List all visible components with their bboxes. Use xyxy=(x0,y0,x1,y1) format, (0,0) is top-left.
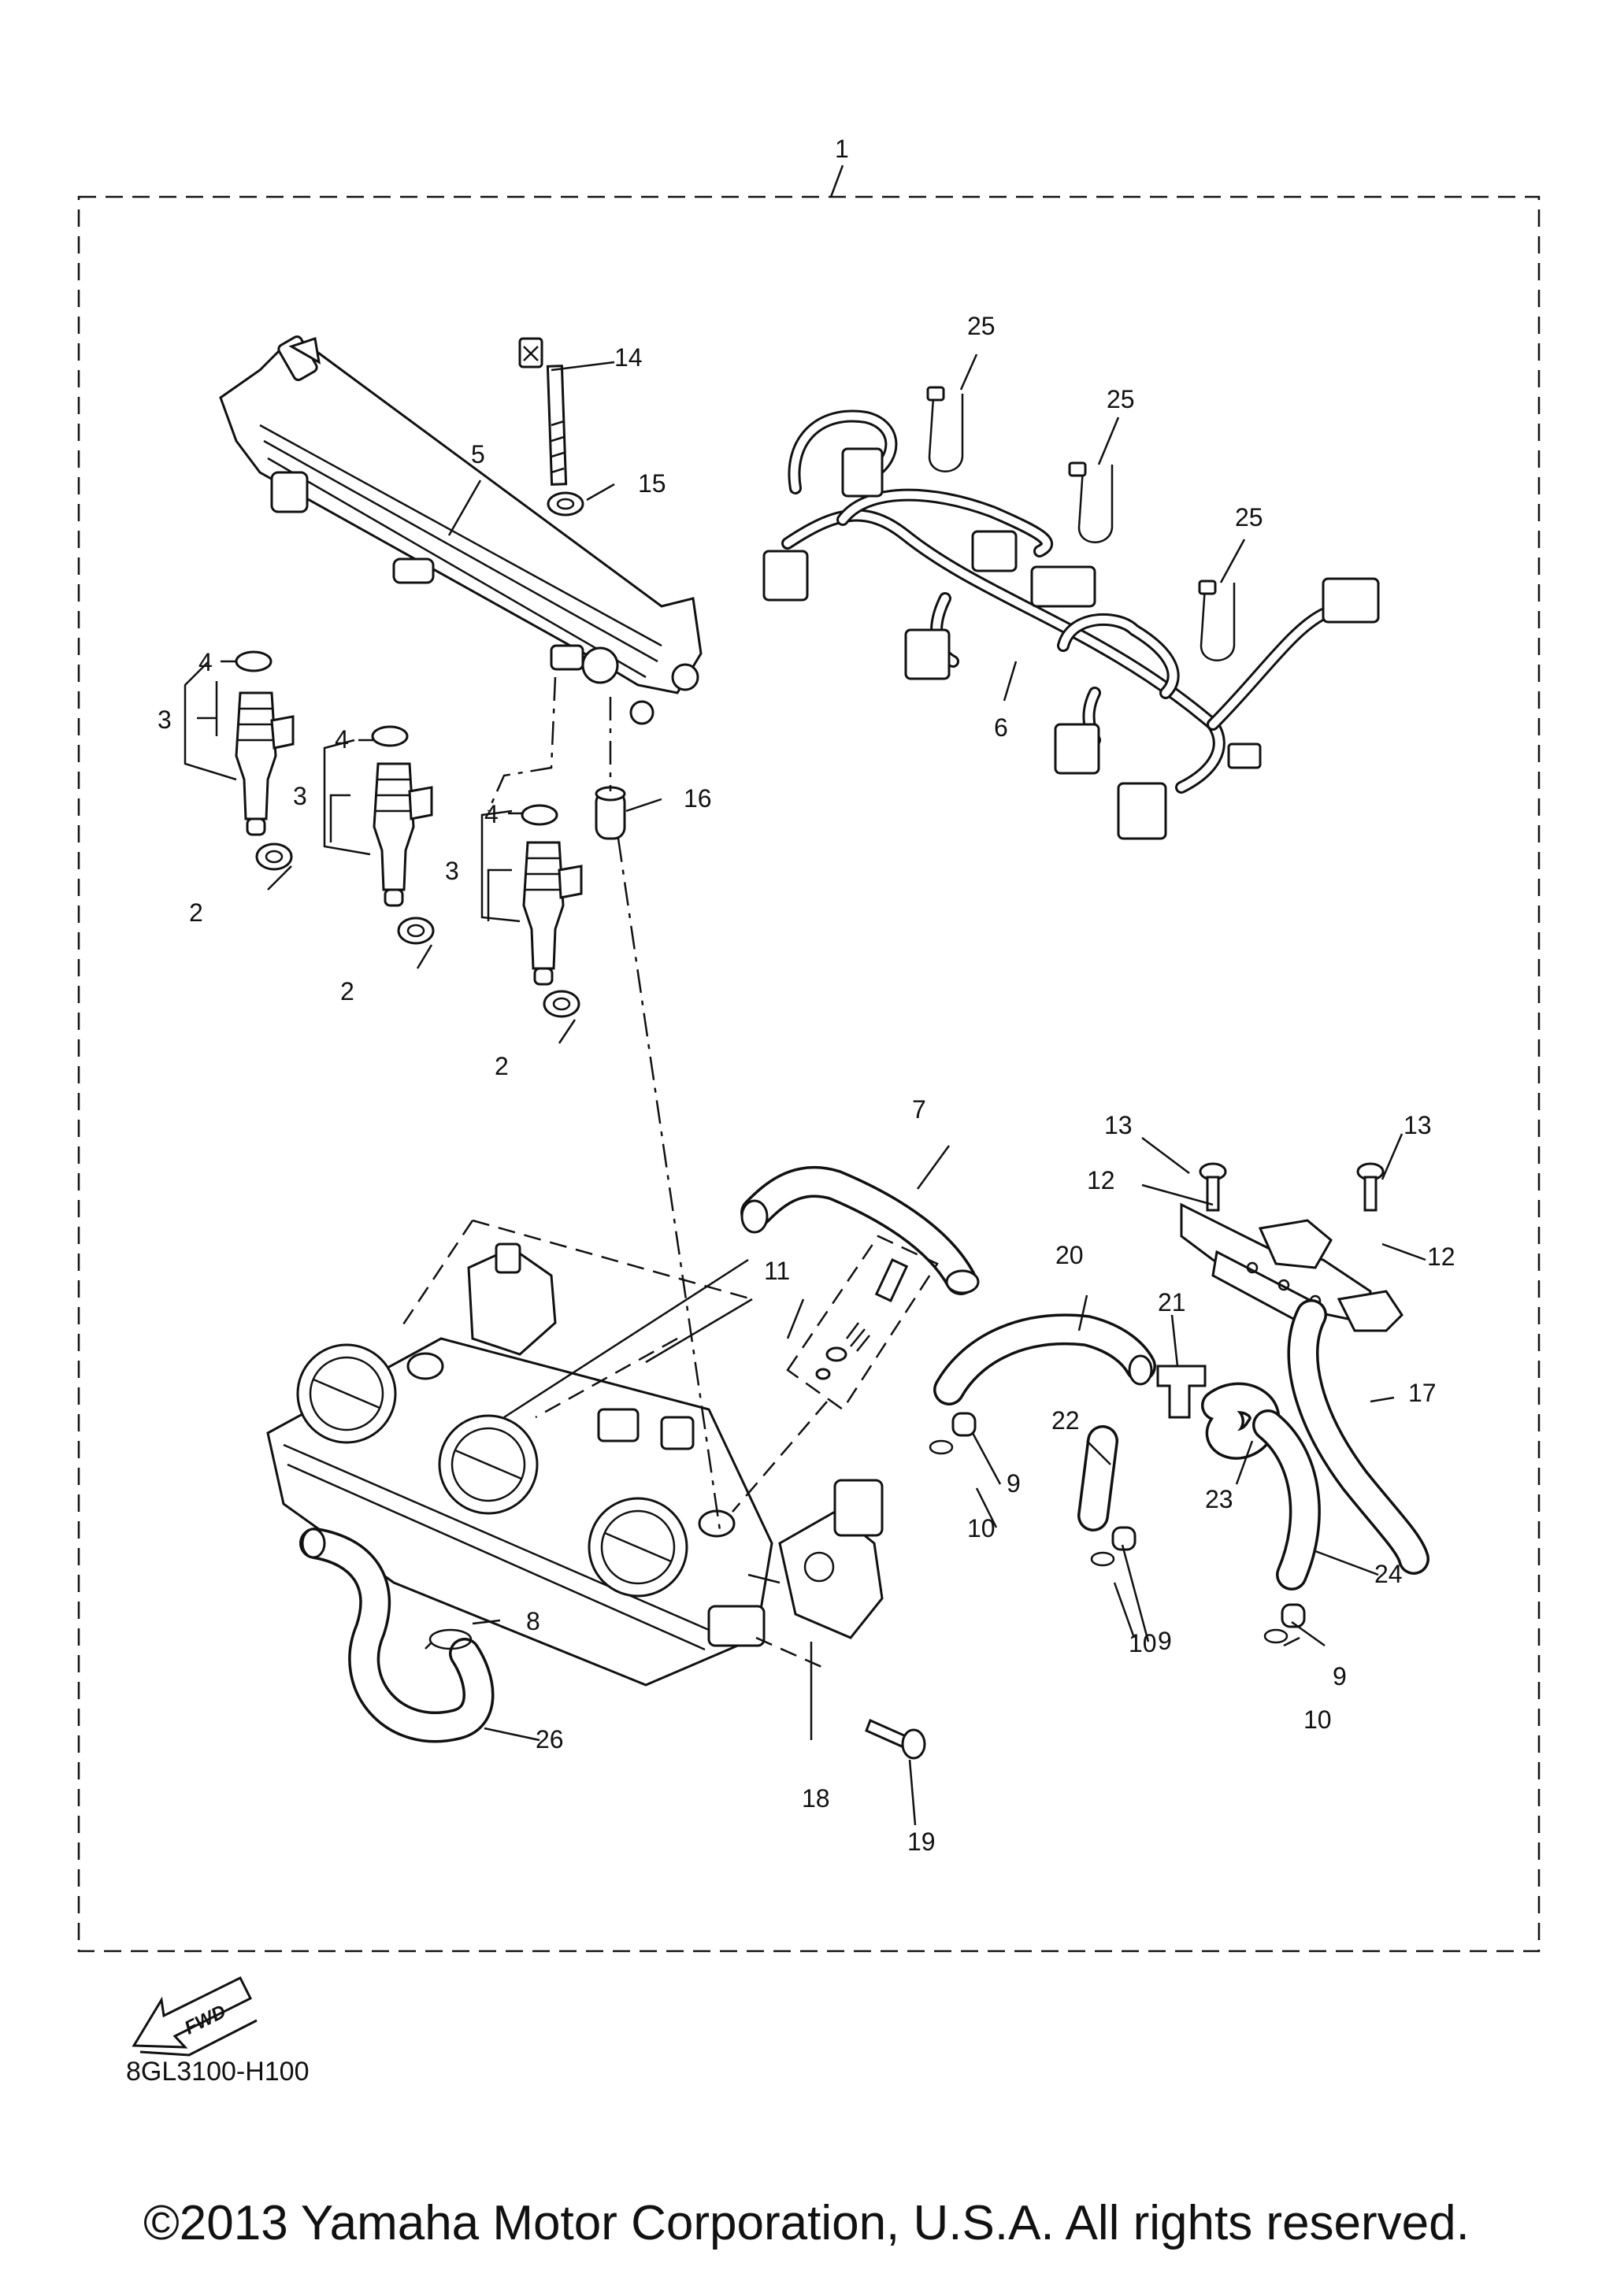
callout-25-a: 25 xyxy=(967,312,996,340)
bracket xyxy=(1180,1202,1403,1333)
callout-9-a: 9 xyxy=(1007,1469,1021,1498)
harness-clip-2 xyxy=(1068,461,1114,543)
cap-9-a xyxy=(951,1412,977,1437)
callout-21: 21 xyxy=(1158,1288,1186,1316)
callout-10-a: 10 xyxy=(967,1514,996,1542)
callout-4-a: 4 xyxy=(198,648,213,676)
screw-19 xyxy=(865,1718,926,1760)
callout-8: 8 xyxy=(526,1607,540,1635)
cap-9-c xyxy=(1281,1603,1306,1628)
callout-14: 14 xyxy=(614,343,643,372)
assembly-boundary xyxy=(77,195,1541,1953)
callout-12-b: 12 xyxy=(1427,1242,1455,1271)
rail-washer xyxy=(547,491,584,517)
callout-26: 26 xyxy=(536,1725,564,1753)
rail-collar xyxy=(595,786,626,840)
hose-17 xyxy=(1287,1299,1429,1575)
screw-set-11 xyxy=(786,1235,939,1411)
harness-clip-3 xyxy=(1198,580,1236,661)
hose-26 xyxy=(299,1528,495,1743)
callout-23: 23 xyxy=(1205,1485,1233,1513)
assembly-lines xyxy=(400,676,828,1671)
callout-6: 6 xyxy=(994,713,1008,742)
callout-18: 18 xyxy=(802,1784,830,1813)
leader-lines xyxy=(184,165,1426,1826)
callout-12-a: 12 xyxy=(1087,1166,1115,1194)
injector-3 xyxy=(521,804,583,1018)
callout-2-c: 2 xyxy=(495,1052,509,1080)
callout-16: 16 xyxy=(684,784,712,813)
callout-9-b: 9 xyxy=(1158,1627,1172,1655)
callout-11: 11 xyxy=(764,1257,790,1285)
sensor-18 xyxy=(778,1479,884,1639)
callout-25-c: 25 xyxy=(1235,503,1263,531)
diagram-code: 8GL3100-H100 xyxy=(126,2057,310,2087)
hose-24 xyxy=(1252,1409,1321,1591)
clip-10-a xyxy=(929,1439,954,1455)
fwd-arrow-icon: FWD xyxy=(132,1976,258,2057)
wire-harness xyxy=(762,409,1380,840)
callout-4-c: 4 xyxy=(484,800,499,828)
clamp-8 xyxy=(425,1628,473,1650)
hose-22 xyxy=(1077,1425,1118,1531)
throttle-body xyxy=(266,1242,781,1687)
injector-2 xyxy=(371,725,435,945)
callout-13-b: 13 xyxy=(1403,1111,1432,1139)
callout-24: 24 xyxy=(1374,1560,1403,1588)
callout-10-b: 10 xyxy=(1129,1629,1157,1657)
rail-bolt xyxy=(518,337,568,486)
callout-9-c: 9 xyxy=(1333,1662,1347,1691)
callout-3-b: 3 xyxy=(293,782,307,810)
fuel-rail xyxy=(219,335,703,725)
callout-1: 1 xyxy=(835,135,849,163)
callout-2-a: 2 xyxy=(189,898,203,927)
harness-clip-1 xyxy=(926,386,964,472)
callout-20: 20 xyxy=(1055,1241,1084,1269)
callout-3-c: 3 xyxy=(445,857,459,885)
callout-5: 5 xyxy=(471,440,485,468)
cap-9-b xyxy=(1111,1526,1137,1551)
callout-13-a: 13 xyxy=(1104,1111,1133,1139)
callout-19: 19 xyxy=(907,1828,936,1856)
t-joint-21 xyxy=(1156,1365,1207,1419)
screw-13-b xyxy=(1356,1162,1385,1212)
callout-7: 7 xyxy=(912,1095,926,1124)
callout-15: 15 xyxy=(638,469,666,498)
callout-10-c: 10 xyxy=(1303,1705,1332,1734)
callout-2-b: 2 xyxy=(340,977,354,1005)
callout-17: 17 xyxy=(1408,1379,1437,1407)
callout-22: 22 xyxy=(1051,1406,1080,1435)
copyright-notice: ©2013 Yamaha Motor Corporation, U.S.A. A… xyxy=(143,2196,1470,2250)
callout-3-a: 3 xyxy=(158,705,172,734)
hose-7 xyxy=(740,1166,980,1295)
screw-13-a xyxy=(1199,1162,1227,1212)
clip-10-c xyxy=(1263,1628,1289,1644)
hose-20 xyxy=(933,1313,1156,1405)
callout-25-b: 25 xyxy=(1107,385,1135,413)
clip-10-b xyxy=(1090,1551,1115,1567)
callout-4-b: 4 xyxy=(335,725,349,754)
injector-1 xyxy=(235,650,295,871)
